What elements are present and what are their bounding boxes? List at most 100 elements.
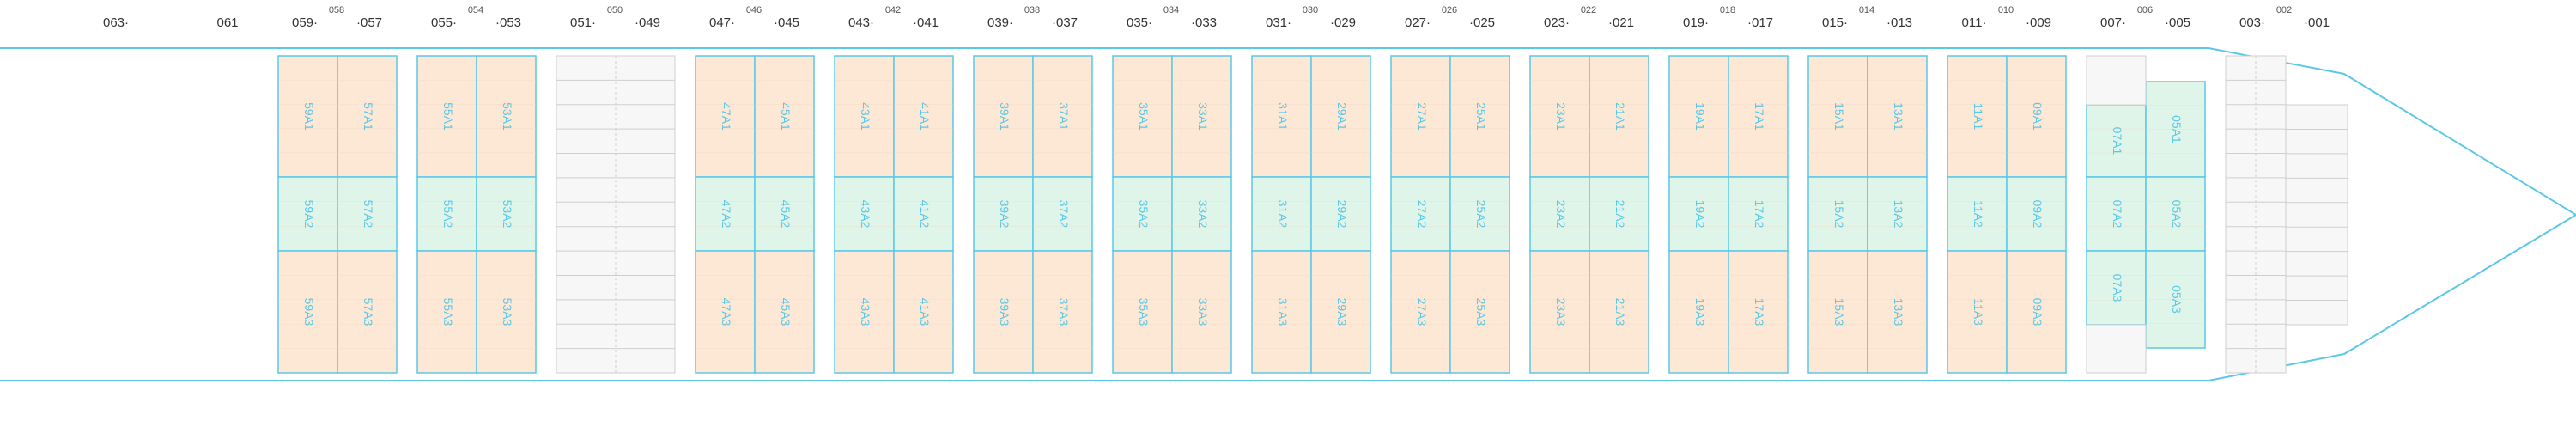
bay-number: 003· xyxy=(2239,15,2265,30)
slot-cell[interactable] xyxy=(1112,250,1173,374)
bay-number: 063· xyxy=(103,15,129,30)
slot-cell[interactable] xyxy=(1807,176,1868,252)
slot-label: 17A2 xyxy=(1753,200,1766,229)
slot-cell[interactable] xyxy=(1668,250,1729,374)
slot-cell[interactable] xyxy=(1032,176,1093,252)
slot-cell[interactable] xyxy=(476,55,537,178)
slot-cell[interactable] xyxy=(1728,176,1789,252)
slot-cell[interactable] xyxy=(1171,176,1232,252)
slot-cell[interactable] xyxy=(1251,250,1312,374)
bay-number: ·029 xyxy=(1330,15,1356,30)
bay-number: 031· xyxy=(1266,15,1291,30)
slot-label: 35A3 xyxy=(1137,298,1151,326)
slot-cell[interactable] xyxy=(1728,55,1789,178)
slot-cell[interactable] xyxy=(754,55,815,178)
slot-cell[interactable] xyxy=(1867,55,1928,178)
slot-cell[interactable] xyxy=(1947,176,2008,252)
slot-cell[interactable] xyxy=(1668,55,1729,178)
slot-cell[interactable] xyxy=(973,250,1034,374)
slot-cell[interactable] xyxy=(1529,176,1590,252)
slot-cell[interactable] xyxy=(1032,55,1093,178)
hold-51-49[interactable] xyxy=(556,55,676,374)
slot-cell[interactable] xyxy=(337,176,398,252)
slot-cell[interactable] xyxy=(754,250,815,374)
bay-sub-number: 058 xyxy=(329,5,344,15)
slot-cell[interactable] xyxy=(1251,55,1312,178)
slot-cell[interactable] xyxy=(1867,250,1928,374)
slot-cell[interactable] xyxy=(1310,55,1371,178)
slot-cell[interactable] xyxy=(2086,176,2147,252)
slot-cell[interactable] xyxy=(1171,55,1232,178)
slot-cell[interactable] xyxy=(1112,176,1173,252)
slot-cell[interactable] xyxy=(277,250,338,374)
slot-label: 31A3 xyxy=(1276,298,1290,326)
slot-cell[interactable] xyxy=(1947,55,2008,178)
slot-cell[interactable] xyxy=(695,55,756,178)
slot-cell[interactable] xyxy=(1728,250,1789,374)
slot-label: 41A1 xyxy=(918,102,932,131)
slot-label: 45A3 xyxy=(779,298,793,326)
slot-label: 39A3 xyxy=(998,298,1012,326)
slot-label: 19A1 xyxy=(1693,102,1707,131)
slot-label: 39A1 xyxy=(998,102,1012,131)
slot-cell[interactable] xyxy=(1867,176,1928,252)
slot-cell[interactable] xyxy=(1449,250,1510,374)
slot-label: 05A3 xyxy=(2170,285,2184,314)
empty-hold-frame xyxy=(2086,55,2147,106)
hold-03-01[interactable] xyxy=(2225,55,2348,374)
slot-cell[interactable] xyxy=(2006,55,2067,178)
hull-outline xyxy=(0,47,2576,381)
slot-cell[interactable] xyxy=(2006,176,2067,252)
bay-sub-number: 038 xyxy=(1024,5,1040,15)
slot-label: 43A2 xyxy=(859,200,872,229)
slot-cell[interactable] xyxy=(1390,176,1451,252)
slot-cell[interactable] xyxy=(1589,176,1649,252)
slot-label: 29A3 xyxy=(1335,298,1349,326)
slot-cell[interactable] xyxy=(476,250,537,374)
slot-label: 15A1 xyxy=(1832,102,1846,131)
bay-number: 007· xyxy=(2100,15,2126,30)
slot-cell[interactable] xyxy=(1589,250,1649,374)
slot-cell[interactable] xyxy=(1310,176,1371,252)
slot-cell[interactable] xyxy=(1807,55,1868,178)
slot-cell[interactable] xyxy=(1310,250,1371,374)
slot-cell[interactable] xyxy=(893,250,954,374)
slot-cell[interactable] xyxy=(1390,250,1451,374)
slot-cell[interactable] xyxy=(893,55,954,178)
slot-label: 17A3 xyxy=(1753,298,1766,326)
slot-cell[interactable] xyxy=(337,250,398,374)
slot-cell[interactable] xyxy=(1171,250,1232,374)
slot-cell[interactable] xyxy=(1589,55,1649,178)
slot-cell[interactable] xyxy=(2145,176,2206,252)
slot-cell[interactable] xyxy=(695,250,756,374)
slot-cell[interactable] xyxy=(1947,250,2008,374)
slot-cell[interactable] xyxy=(695,176,756,252)
slot-label: 21A3 xyxy=(1613,298,1627,326)
slot-cell[interactable] xyxy=(277,55,338,178)
slot-label: 43A1 xyxy=(859,102,872,131)
slot-cell[interactable] xyxy=(2006,250,2067,374)
slot-cell[interactable] xyxy=(1529,250,1590,374)
slot-cell[interactable] xyxy=(476,176,537,252)
slot-cell[interactable] xyxy=(893,176,954,252)
slot-cell[interactable] xyxy=(337,55,398,178)
slot-cell[interactable] xyxy=(416,176,477,252)
slot-cell[interactable] xyxy=(834,250,895,374)
slot-label: 53A1 xyxy=(501,102,514,131)
slot-cell[interactable] xyxy=(1449,176,1510,252)
slot-cell[interactable] xyxy=(1032,250,1093,374)
slot-cell[interactable] xyxy=(416,55,477,178)
